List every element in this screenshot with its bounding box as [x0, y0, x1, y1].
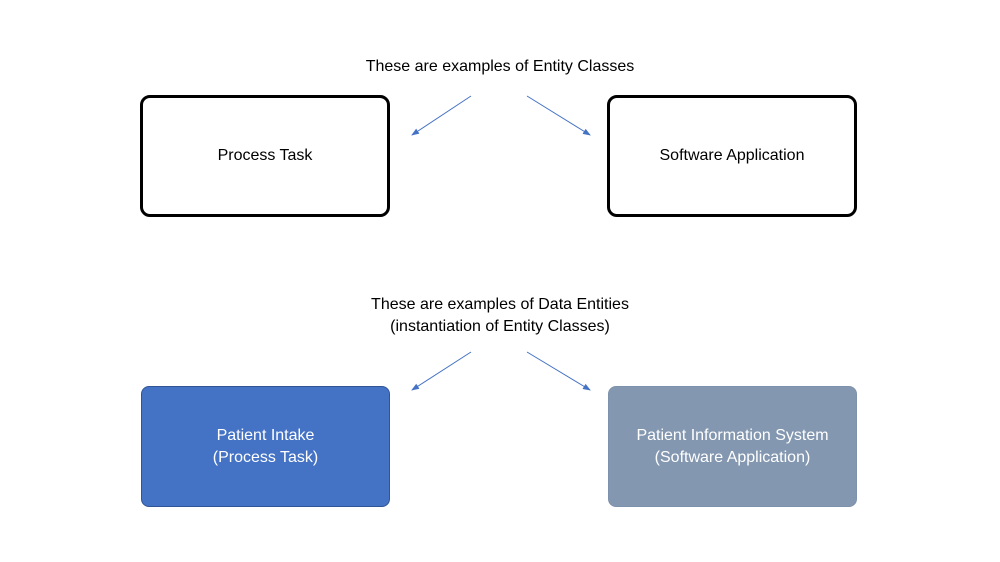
data-entities-caption-line1: These are examples of Data Entities	[371, 296, 629, 313]
arrow-to-process-task	[411, 95, 472, 136]
entity-classes-caption-text: These are examples of Entity Classes	[365, 58, 635, 75]
data-entity-box-patient-intake: Patient Intake (Process Task)	[141, 386, 390, 507]
entity-classes-caption: These are examples of Entity Classes	[0, 56, 1000, 78]
data-entity-name: Patient Intake	[216, 426, 315, 444]
entity-class-label: Software Application	[659, 147, 805, 164]
data-entity-class: (Process Task)	[212, 448, 319, 466]
data-entity-name: Patient Information System	[636, 426, 829, 444]
data-entities-caption: These are examples of Data Entities (ins…	[0, 294, 1000, 338]
entity-class-box-process-task: Process Task	[140, 95, 390, 217]
entity-class-label: Process Task	[217, 147, 313, 164]
data-entity-class: (Software Application)	[654, 448, 811, 466]
arrow-to-software-application	[526, 95, 591, 136]
arrow-to-patient-intake	[411, 351, 472, 391]
arrow-to-patient-information-system	[526, 351, 591, 391]
data-entities-caption-line2: (instantiation of Entity Classes)	[390, 318, 610, 335]
data-entity-box-patient-information-system: Patient Information System (Software App…	[608, 386, 857, 507]
entity-class-box-software-application: Software Application	[607, 95, 857, 217]
